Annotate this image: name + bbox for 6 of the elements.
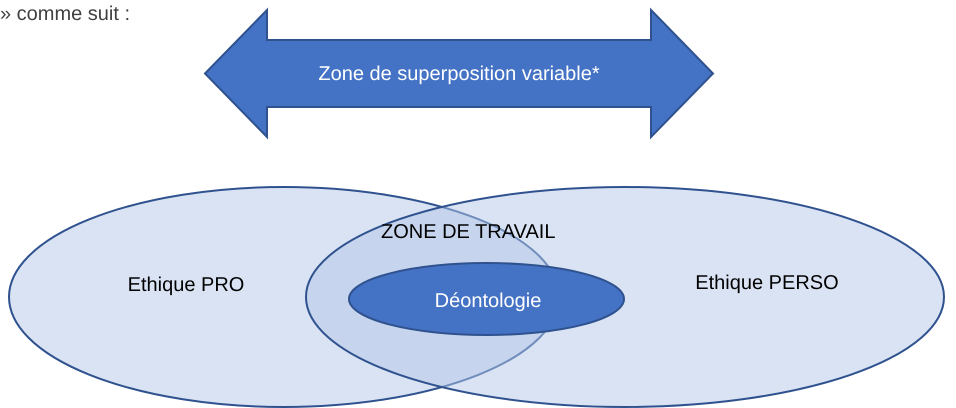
ellipse-label: Ethique PERSO [695, 271, 839, 295]
ellipse-label: Ethique PRO [128, 273, 244, 297]
arrow-label: Zone de superposition variable* [318, 62, 600, 86]
text-fragment: » comme suit : [0, 2, 130, 26]
ellipse-label: Déontologie [434, 289, 542, 313]
zone-label: ZONE DE TRAVAIL [381, 220, 556, 244]
